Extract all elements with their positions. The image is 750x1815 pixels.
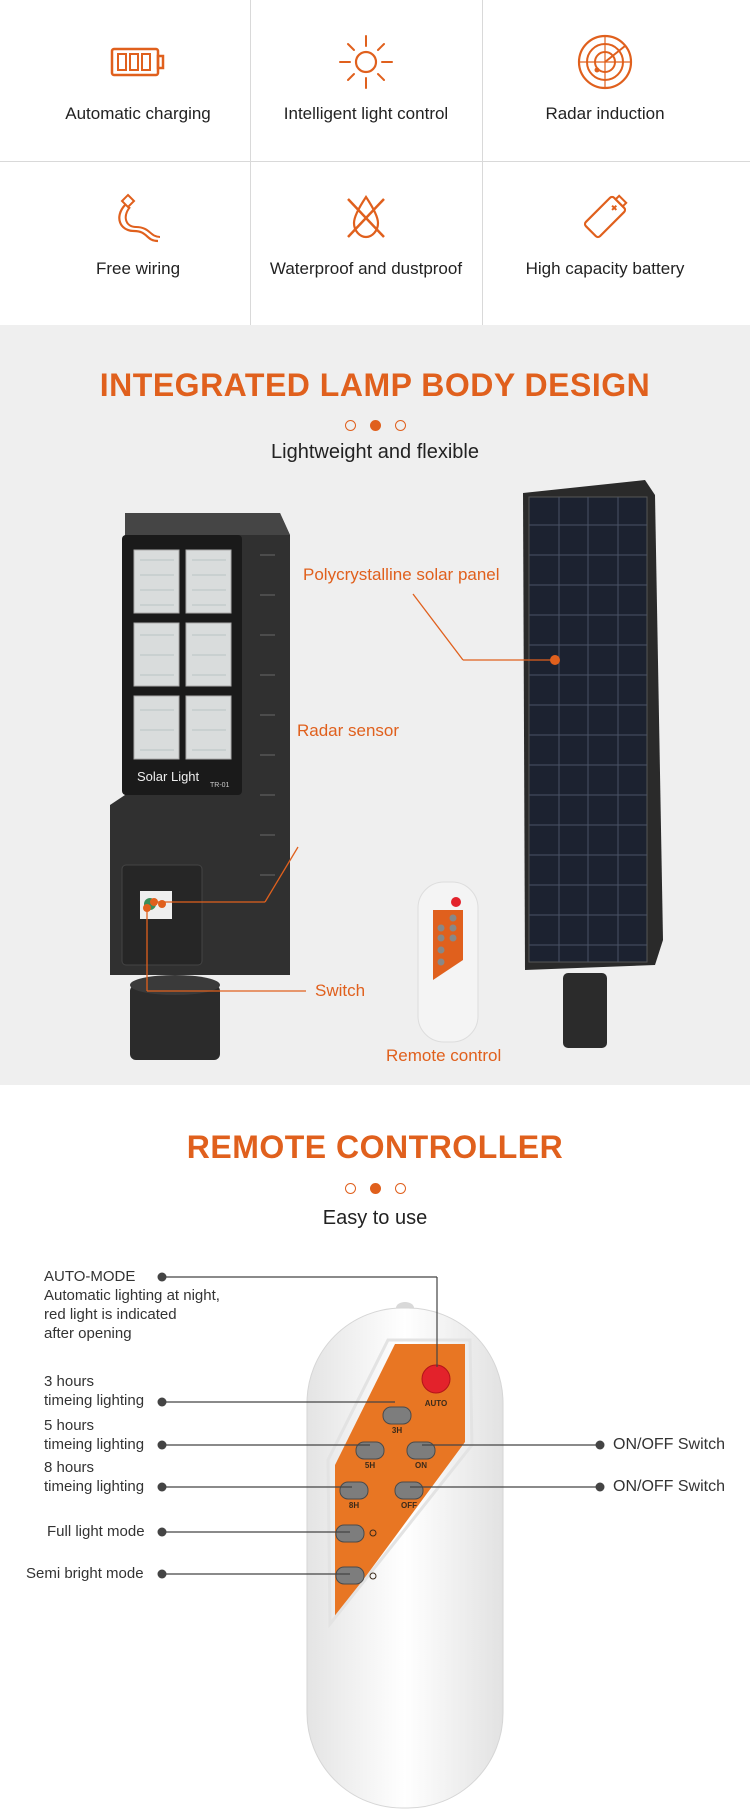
section-title: REMOTE CONTROLLER — [186, 1129, 564, 1165]
callout-switch: Switch — [315, 981, 366, 1000]
on-button-label: ON — [415, 1461, 427, 1470]
feature-radar-induction: Radar induction — [480, 0, 730, 160]
section-title: INTEGRATED LAMP BODY DESIGN — [99, 367, 651, 403]
callout-remote-control: Remote control — [386, 1046, 502, 1065]
lamp-model: TR-01 — [210, 782, 230, 789]
battery-icon — [110, 47, 165, 77]
feature-label: Waterproof and dustproof — [269, 259, 463, 278]
5h-button-label: 5H — [365, 1461, 375, 1470]
remote-small-image — [417, 881, 479, 1043]
callout-lines — [143, 593, 560, 992]
feature-label: High capacity battery — [525, 259, 685, 278]
feature-automatic-charging: Automatic charging — [13, 0, 263, 160]
section-subtitle: Easy to use — [322, 1207, 428, 1229]
solar-panel-image — [523, 480, 663, 1048]
section-subtitle: Lightweight and flexible — [271, 441, 479, 463]
auto-mode-line1: Automatic lighting at night, — [44, 1287, 220, 1304]
lamp-body-section: INTEGRATED LAMP BODY DESIGN Lightweight … — [0, 325, 750, 1085]
callout-radar-sensor: Radar sensor — [297, 721, 400, 740]
radar-icon — [577, 34, 633, 90]
auto-mode-line3: after opening — [44, 1325, 132, 1342]
battery-tilted-icon — [583, 194, 628, 239]
label-3h-b: timeing lighting — [44, 1392, 145, 1409]
divider — [0, 161, 750, 162]
divider — [482, 0, 483, 325]
feature-intelligent-light-control: Intelligent light control — [241, 0, 491, 160]
dots-decoration — [340, 420, 410, 432]
dots-decoration — [340, 1183, 410, 1195]
feature-label: Radar induction — [545, 104, 665, 123]
label-semi-bright: Semi bright mode — [26, 1565, 144, 1582]
feature-waterproof: Waterproof and dustproof — [241, 155, 491, 315]
lamp-front-image: Solar Light TR-01 — [110, 513, 290, 1060]
label-5h-b: timeing lighting — [44, 1436, 145, 1453]
remote-buttons: AUTO 3H 5H ON 8H OFF — [335, 1364, 451, 1585]
callout-solar-panel: Polycrystalline solar panel — [303, 565, 500, 584]
3h-button-label: 3H — [392, 1426, 402, 1435]
label-3h-a: 3 hours — [44, 1373, 95, 1390]
label-full-light: Full light mode — [47, 1523, 145, 1540]
label-5h-a: 5 hours — [44, 1417, 95, 1434]
water-drop-crossed-icon — [347, 195, 385, 239]
label-8h-b: timeing lighting — [44, 1478, 145, 1495]
feature-label: Automatic charging — [65, 104, 211, 123]
remote-controller-section: REMOTE CONTROLLER Easy to use AU — [0, 1085, 750, 1815]
remote-image — [306, 1302, 504, 1809]
feature-label: Intelligent light control — [283, 104, 449, 123]
label-on-switch: ON/OFF Switch — [613, 1436, 726, 1453]
auto-mode-heading: AUTO-MODE — [44, 1268, 136, 1285]
8h-button-label: 8H — [349, 1501, 359, 1510]
divider — [250, 0, 251, 325]
feature-label: Free wiring — [95, 259, 181, 278]
auto-mode-line2: red light is indicated — [44, 1306, 177, 1323]
feature-high-capacity-battery: High capacity battery — [480, 155, 730, 315]
off-button-label: OFF — [401, 1501, 417, 1510]
plug-cable-icon — [118, 193, 161, 243]
label-8h-a: 8 hours — [44, 1459, 95, 1476]
feature-grid: Automatic charging Intelligent light con… — [0, 0, 750, 325]
feature-free-wiring: Free wiring — [13, 155, 263, 315]
auto-button-label: AUTO — [425, 1399, 448, 1408]
lamp-text: Solar Light — [137, 769, 200, 784]
sun-icon — [339, 35, 393, 89]
label-off-switch: ON/OFF Switch — [613, 1478, 726, 1495]
remote-leader-lines — [157, 1272, 605, 1579]
